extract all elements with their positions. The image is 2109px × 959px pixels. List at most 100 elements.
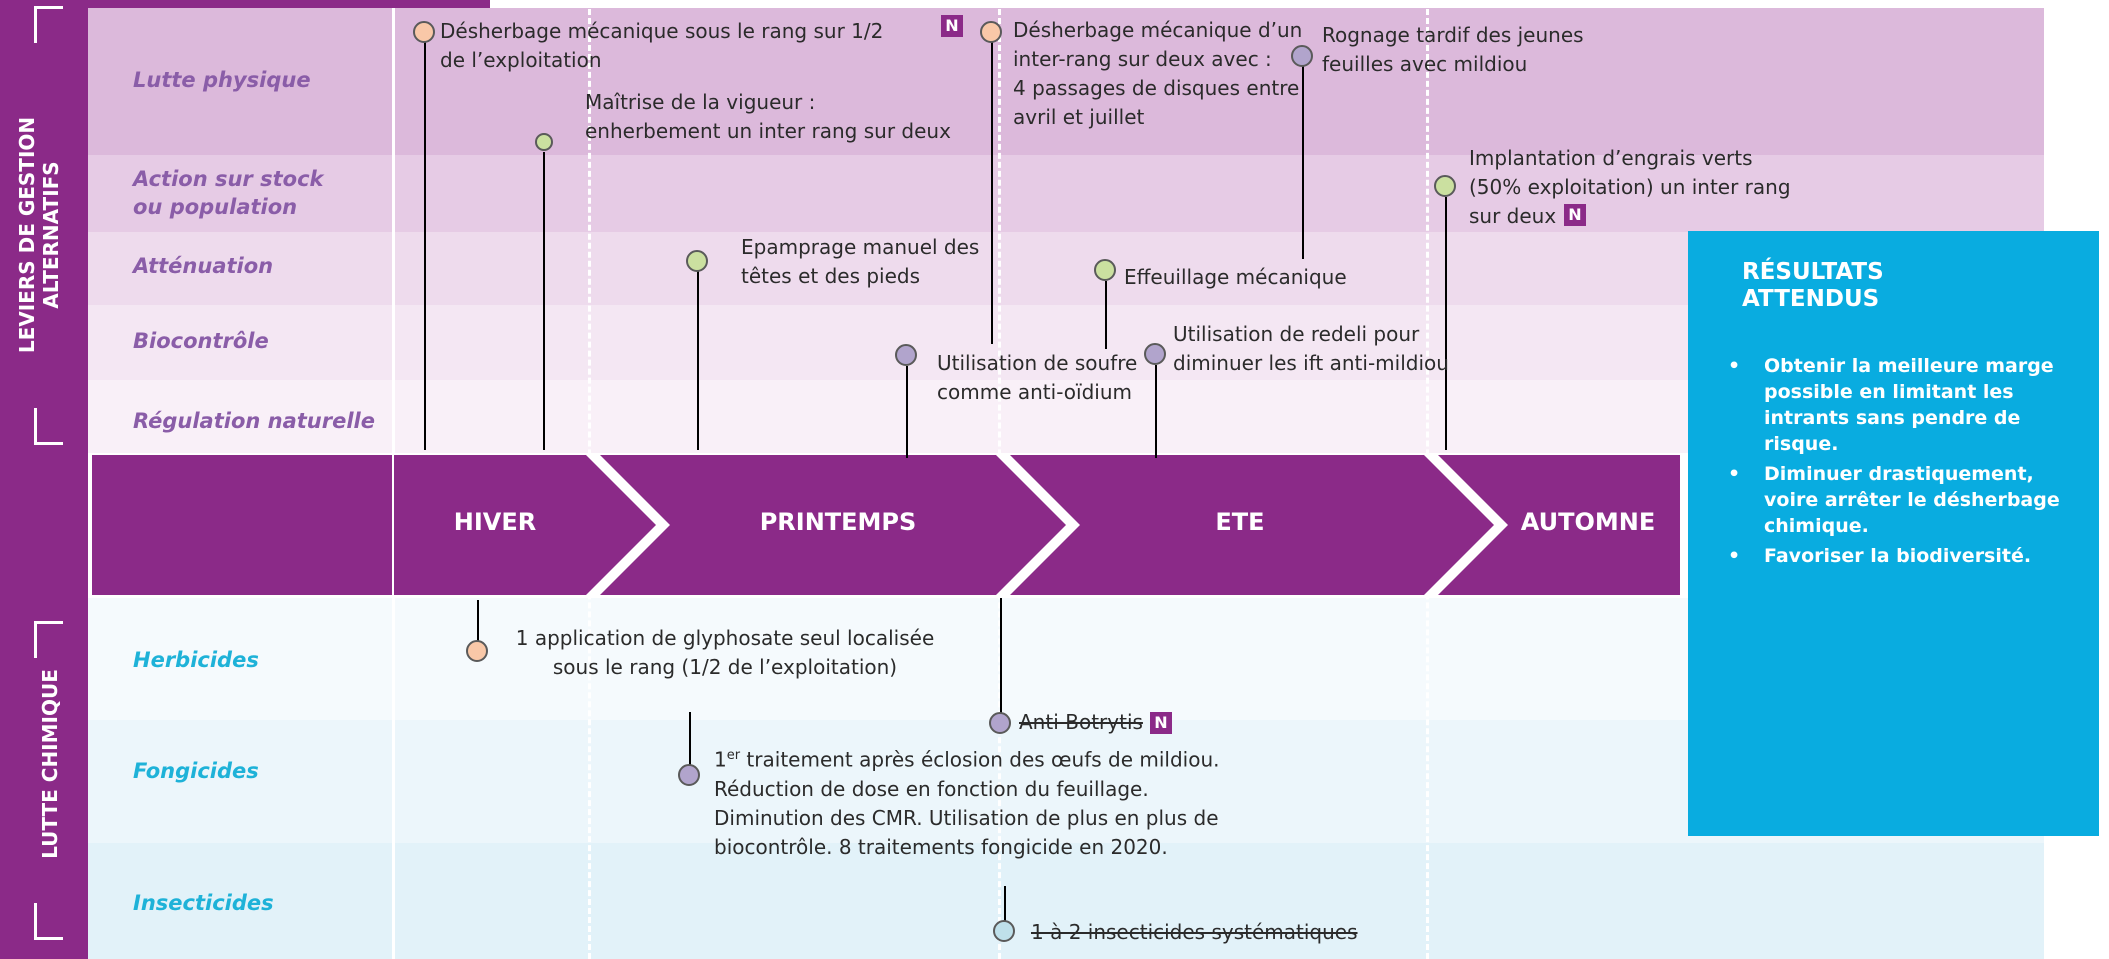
annotation-desherbage-inter-line2: inter-rang sur deux avec : <box>1013 47 1272 71</box>
season-hiver: HIVER <box>453 508 537 536</box>
annotation-fongicides-line3: Diminution des CMR. Utilisation de plus … <box>714 805 1219 830</box>
annotation-engrais-line2: (50% exploitation) un inter rang <box>1469 175 1791 199</box>
bracket-bottom-end <box>34 903 63 940</box>
results-list: • Obtenir la meilleure marge possible en … <box>1728 353 2068 573</box>
bullet-icon: • <box>1728 545 1741 567</box>
sidebar-top-bar <box>0 0 490 8</box>
annotation-desherbage-inter-line1: Désherbage mécanique d’un <box>1013 18 1303 42</box>
row-label-lutte-physique: Lutte physique <box>133 68 311 92</box>
annotation-engrais-line3: sur deux <box>1469 202 1791 231</box>
dot-engrais <box>1434 175 1456 197</box>
band-insecticides <box>88 843 2044 959</box>
stem-desherbage-inter <box>991 42 993 344</box>
annotation-rognage-line1: Rognage tardif des jeunes <box>1322 23 1584 47</box>
stem-glyphosate <box>477 600 479 646</box>
season-ete: ETE <box>1215 508 1265 536</box>
sidebar-label-lutte-chimique-text: LUTTE CHIMIQUE <box>38 669 62 859</box>
annotation-desherbage-rang-line1: Désherbage mécanique sous le rang sur 1/… <box>440 19 884 43</box>
results-item-text: Diminuer drastiquement, voire arrêter le… <box>1764 463 2060 537</box>
annotation-soufre-line2: comme anti-oïdium <box>937 380 1132 404</box>
annotation-insecticides: 1 à 2 insecticides systématiques <box>1031 920 1358 944</box>
stem-botrytis <box>1000 598 1002 714</box>
sidebar-label-lutte-chimique: LUTTE CHIMIQUE <box>38 664 62 864</box>
annotation-fongicides-num: 1 <box>714 747 727 772</box>
results-item: • Obtenir la meilleure marge possible en … <box>1728 353 2068 457</box>
bracket-top-start <box>34 6 63 43</box>
annotation-desherbage-rang-line2: de l’exploitation <box>440 48 602 72</box>
annotation-glyphosate-line2: sous le rang (1/2 de l’exploitation) <box>552 655 898 679</box>
annotation-rognage: Rognage tardif des jeunes feuilles avec … <box>1322 21 1584 79</box>
stem-desherbage-rang <box>424 42 426 450</box>
annotation-desherbage-inter-line3: 4 passages de disques entre <box>1013 76 1300 100</box>
results-item: • Favoriser la biodiversité. <box>1728 543 2068 569</box>
annotation-epamprage-line1: Epamprage manuel des <box>741 235 980 259</box>
dot-insecticides <box>993 920 1015 942</box>
row-label-regulation: Régulation naturelle <box>133 409 375 433</box>
row-label-attenuation: Atténuation <box>133 254 274 278</box>
results-item-text: Favoriser la biodiversité. <box>1764 545 2032 567</box>
dot-desherbage-inter <box>980 21 1002 43</box>
annotation-engrais-line1: Implantation d’engrais verts <box>1469 146 1753 170</box>
new-badge-botrytis: N <box>1150 712 1172 734</box>
season-automne: AUTOMNE <box>1520 508 1656 536</box>
bracket-bottom-start <box>34 621 63 658</box>
bracket-top-end <box>34 408 63 445</box>
annotation-desherbage-inter: Désherbage mécanique d’un inter-rang sur… <box>1013 16 1302 132</box>
season-divider-1 <box>392 0 395 959</box>
annotation-epamprage-line2: têtes et des pieds <box>741 264 921 288</box>
dot-glyphosate <box>466 640 488 662</box>
annotation-engrais-line3-text: sur deux <box>1469 204 1557 228</box>
row-label-insecticides: Insecticides <box>133 891 274 915</box>
sidebar-label-leviers: LEVIERS DE GESTION ALTERNATIFS <box>15 85 65 385</box>
stem-soufre <box>906 366 908 458</box>
new-badge-engrais: N <box>1564 204 1586 226</box>
annotation-glyphosate: 1 application de glyphosate seul localis… <box>500 624 950 682</box>
stem-effeuillage <box>1105 281 1107 349</box>
stem-rognage <box>1302 66 1304 259</box>
annotation-effeuillage: Effeuillage mécanique <box>1124 265 1347 289</box>
annotation-glyphosate-line1: 1 application de glyphosate seul localis… <box>515 626 935 650</box>
annotation-redeli-line1: Utilisation de redeli pour <box>1173 322 1420 346</box>
annotation-desherbage-inter-line4: avril et juillet <box>1013 105 1145 129</box>
row-label-action-stock: Action sur stock ou population <box>133 167 324 219</box>
season-banner <box>92 455 1680 595</box>
dot-soufre <box>895 344 917 366</box>
results-item-text: Obtenir la meilleure marge possible en l… <box>1764 355 2054 455</box>
stem-vigueur <box>543 152 545 450</box>
dot-epamprage <box>686 250 708 272</box>
sidebar <box>0 0 88 959</box>
annotation-redeli-line2: diminuer les ift anti-mildiou <box>1173 351 1449 375</box>
annotation-soufre-line1: Utilisation de soufre <box>937 351 1138 375</box>
sidebar-label-leviers-text: LEVIERS DE GESTION ALTERNATIFS <box>15 116 63 354</box>
dot-fongicides <box>678 764 700 786</box>
bullet-icon: • <box>1728 463 1741 485</box>
results-panel: RÉSULTATS ATTENDUS • Obtenir la meilleure… <box>1688 231 2099 836</box>
results-title: RÉSULTATS ATTENDUS <box>1742 259 1884 312</box>
row-label-fongicides: Fongicides <box>133 759 259 783</box>
annotation-fongicides: 1er traitement après éclosion des œufs d… <box>714 741 1219 862</box>
annotation-vigueur-line1: Maîtrise de la vigueur : <box>585 90 816 114</box>
annotation-fongicides-sup: er <box>726 748 741 763</box>
results-item: • Diminuer drastiquement, voire arrêter l… <box>1728 461 2068 539</box>
dot-vigueur <box>535 133 553 151</box>
bullet-icon: • <box>1728 355 1741 377</box>
stem-fongicides <box>689 712 691 771</box>
dot-botrytis <box>989 712 1011 734</box>
dot-effeuillage <box>1094 259 1116 281</box>
stem-epamprage <box>697 271 699 450</box>
annotation-desherbage-rang: Désherbage mécanique sous le rang sur 1/… <box>440 17 883 75</box>
season-printemps: PRINTEMPS <box>759 508 917 536</box>
band-action-stock <box>88 155 2044 232</box>
annotation-soufre: Utilisation de soufre comme anti-oïdium <box>937 349 1137 407</box>
annotation-fongicides-rest: traitement après éclosion des œufs de mi… <box>740 747 1220 772</box>
dot-desherbage-rang <box>413 21 435 43</box>
annotation-epamprage: Epamprage manuel des têtes et des pieds <box>741 233 979 291</box>
annotation-vigueur-line2: enherbement un inter rang sur deux <box>585 119 951 143</box>
dot-redeli <box>1144 343 1166 365</box>
annotation-fongicides-line2: Réduction de dose en fonction du feuilla… <box>714 776 1149 801</box>
row-label-biocontrole: Biocontrôle <box>133 329 269 353</box>
annotation-fongicides-line4: biocontrôle. 8 traitements fongicide en … <box>714 834 1168 859</box>
new-badge-desherbage-rang: N <box>941 15 963 37</box>
annotation-botrytis: Anti-Botrytis <box>1019 710 1143 734</box>
annotation-vigueur: Maîtrise de la vigueur : enherbement un … <box>585 88 951 146</box>
